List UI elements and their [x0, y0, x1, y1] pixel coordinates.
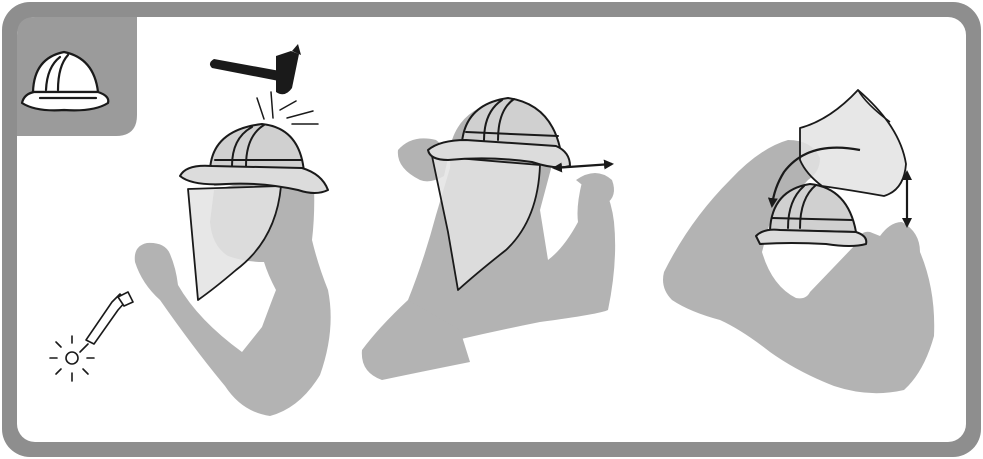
instruction-diagram [0, 0, 983, 459]
